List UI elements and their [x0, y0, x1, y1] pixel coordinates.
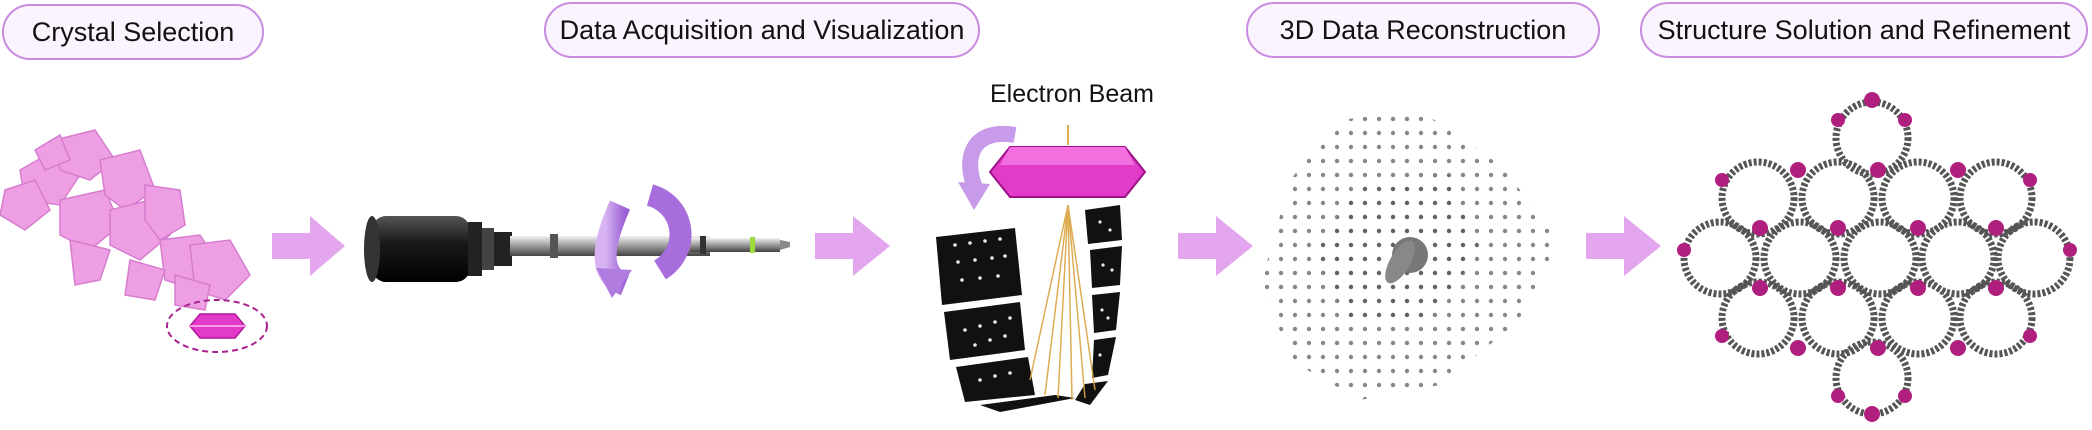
- diffraction-frames: [936, 205, 1122, 412]
- right-arrow-icon: [272, 216, 345, 276]
- selection-ring: [166, 299, 268, 353]
- step-label: Structure Solution and Refinement: [1657, 14, 2071, 45]
- reciprocal-lattice: [1262, 110, 1560, 400]
- step-data-acquisition: Data Acquisition and Visualization: [544, 2, 980, 58]
- right-arrow-icon: [815, 216, 890, 276]
- step-3d-reconstruction: 3D Data Reconstruction: [1246, 2, 1600, 58]
- step-structure-solution: Structure Solution and Refinement: [1640, 2, 2088, 58]
- framework-structure: [1680, 98, 2074, 418]
- right-arrow-icon: [1586, 216, 1661, 276]
- crystal-cluster: [0, 129, 251, 311]
- step-label: Data Acquisition and Visualization: [559, 14, 965, 45]
- framework-nodes: [1677, 92, 2077, 422]
- right-arrow-icon: [1178, 216, 1253, 276]
- rotation-arrow-icon: [594, 184, 692, 298]
- electron-beam: [1029, 125, 1096, 401]
- beam-crystal: [988, 146, 1147, 198]
- electron-beam-label: Electron Beam: [990, 80, 1154, 108]
- rotation-arrow-icon: [958, 125, 1017, 210]
- selected-crystal: [189, 313, 246, 339]
- step-crystal-selection: Crystal Selection: [2, 4, 264, 60]
- step-label: 3D Data Reconstruction: [1279, 14, 1567, 45]
- step-label: Crystal Selection: [31, 16, 235, 47]
- sample-holder: [364, 216, 790, 282]
